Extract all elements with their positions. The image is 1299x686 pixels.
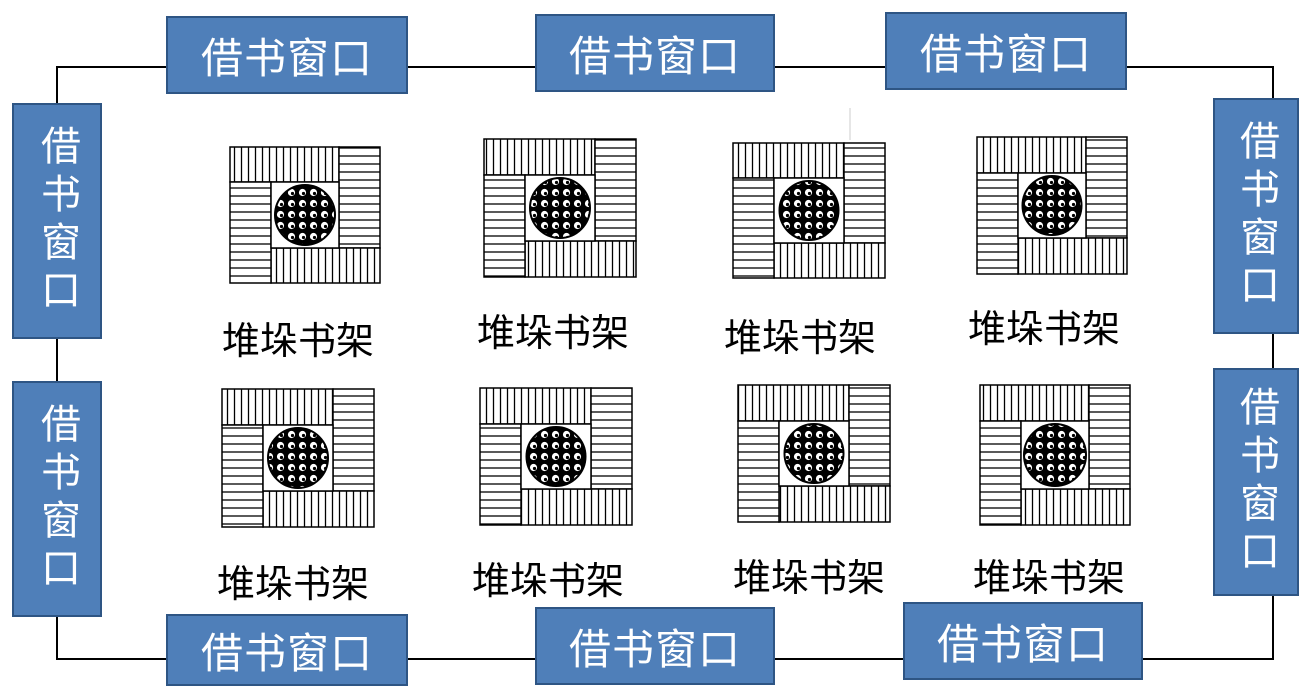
window-label: 借书窗口 (34, 403, 80, 595)
window-label: 借书窗口 (568, 624, 741, 674)
shelf-segment (778, 485, 891, 523)
shelf-segment (229, 181, 272, 284)
rotating-core-circle (267, 427, 329, 489)
shelf-segment (1085, 136, 1128, 239)
window-label: 借书窗口 (200, 33, 373, 83)
window-label: 借书窗口 (936, 619, 1109, 669)
shelf-label: 堆垛书架 (968, 307, 1121, 351)
stack-shelf-icon (479, 387, 633, 526)
shelf-segment (229, 146, 340, 183)
shelf-label: 堆垛书架 (472, 559, 625, 603)
shelf-segment (338, 146, 381, 249)
window-label: 借书窗口 (1233, 120, 1279, 312)
shelf-label: 堆垛书架 (477, 311, 630, 355)
shelf-segment (520, 488, 633, 526)
shelf-segment (1020, 488, 1131, 526)
shelf-segment (483, 138, 596, 176)
shelf-segment (848, 384, 891, 487)
rotating-core-circle (1021, 175, 1083, 236)
shelf-segment (270, 247, 381, 284)
stack-shelf-icon (737, 384, 891, 523)
shelf-segment (737, 420, 780, 523)
window-top-2: 借书窗口 (535, 14, 775, 92)
shelf-segment (221, 388, 334, 426)
rotating-core-circle (1023, 423, 1087, 487)
window-label: 借书窗口 (1233, 386, 1279, 578)
stack-shelf-icon (979, 384, 1131, 526)
shelf-segment (976, 136, 1087, 174)
window-label: 借书窗口 (568, 31, 741, 81)
rotating-core-circle (525, 426, 587, 487)
rotating-core-circle (783, 423, 845, 484)
shelf-label: 堆垛书架 (973, 556, 1126, 600)
shelf-segment (843, 142, 886, 244)
shelf-segment (732, 142, 845, 179)
window-bottom-1: 借书窗口 (166, 614, 408, 686)
stack-shelf-icon (221, 388, 375, 528)
window-right-1: 借书窗口 (1213, 98, 1299, 334)
stack-shelf-icon (732, 142, 886, 279)
window-label: 借书窗口 (34, 125, 80, 317)
shelf-segment (979, 384, 1090, 422)
shelf-segment (737, 384, 850, 422)
window-left-2: 借书窗口 (12, 381, 102, 617)
window-top-1: 借书窗口 (166, 16, 408, 94)
window-left-1: 借书窗口 (12, 103, 102, 339)
shelf-segment (1017, 237, 1128, 275)
shelf-segment (979, 420, 1022, 526)
shelf-label: 堆垛书架 (217, 562, 370, 606)
stack-shelf-icon (229, 146, 381, 284)
rotating-core-circle (274, 184, 336, 246)
window-right-2: 借书窗口 (1213, 368, 1299, 596)
window-bottom-2: 借书窗口 (535, 607, 775, 685)
shelf-segment (524, 240, 637, 278)
shelf-segment (479, 387, 592, 425)
shelf-segment (262, 490, 375, 528)
shelf-segment (594, 138, 637, 242)
shelf-segment (773, 242, 886, 279)
shelf-label: 堆垛书架 (733, 556, 886, 600)
shelf-segment (483, 174, 526, 278)
shelf-segment (732, 177, 775, 279)
window-bottom-3: 借书窗口 (903, 602, 1143, 680)
stack-shelf-icon (483, 138, 637, 278)
shelf-segment (1088, 384, 1131, 490)
rotating-core-circle (529, 177, 591, 239)
rotating-core-circle (778, 180, 840, 241)
shelf-label: 堆垛书架 (724, 316, 877, 360)
shelf-segment (332, 388, 375, 492)
shelf-segment (590, 387, 633, 490)
window-top-3: 借书窗口 (885, 12, 1127, 90)
window-label: 借书窗口 (919, 29, 1092, 79)
shelf-segment (976, 172, 1019, 275)
window-label: 借书窗口 (200, 628, 373, 678)
shelf-segment (479, 423, 522, 526)
stack-shelf-icon (976, 136, 1128, 275)
shelf-label: 堆垛书架 (222, 319, 375, 363)
shelf-segment (221, 424, 264, 528)
